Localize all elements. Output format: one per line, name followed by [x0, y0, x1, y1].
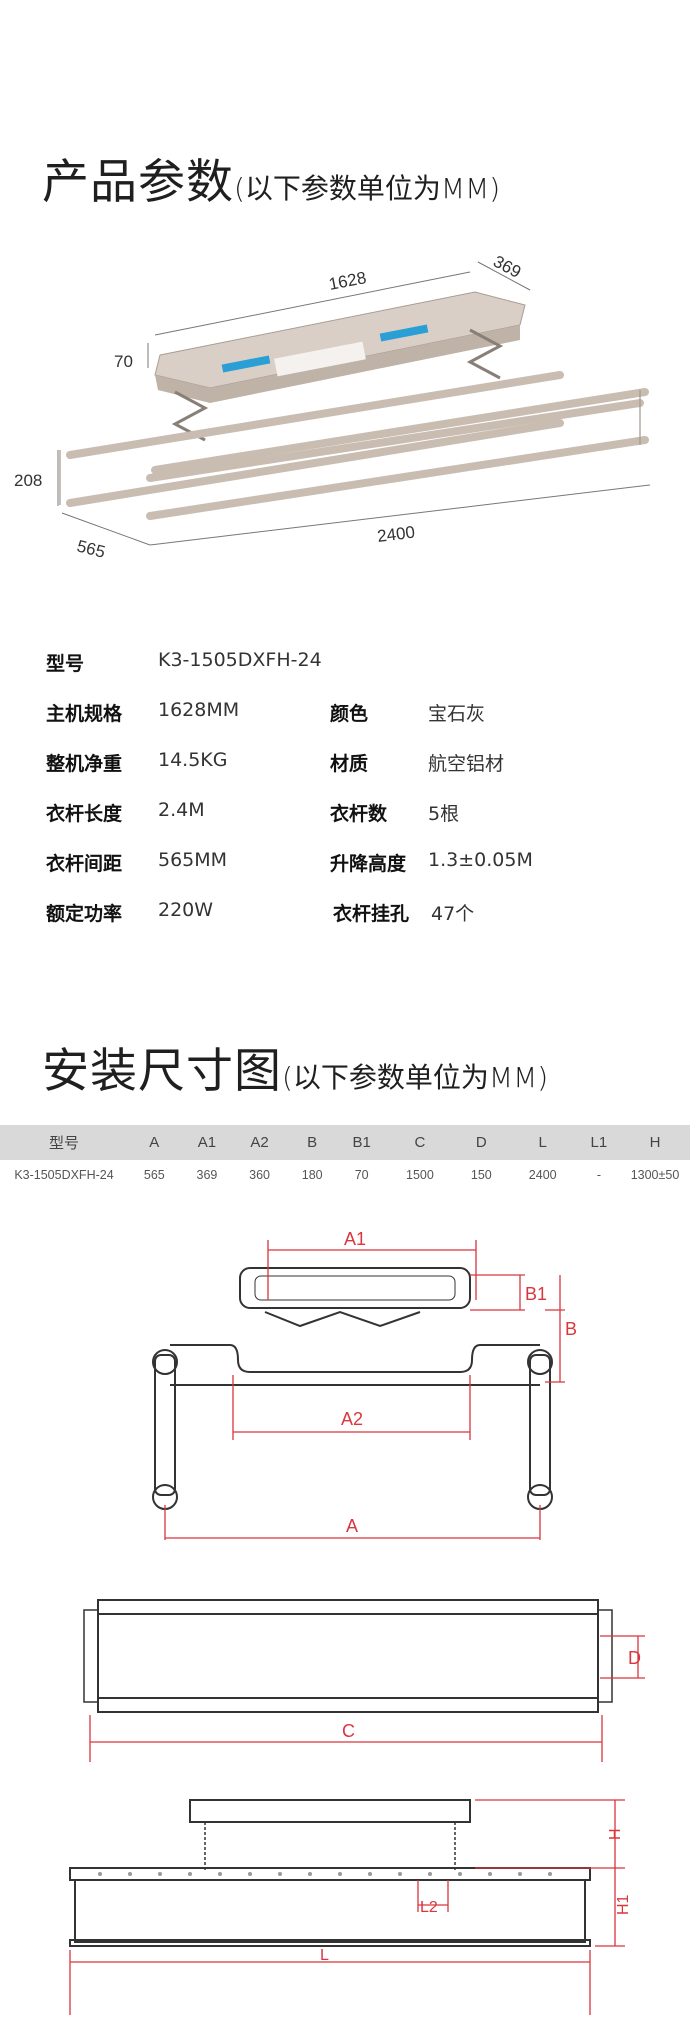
table-cell: - [596, 1168, 601, 1182]
table-header-cell: L [507, 1125, 578, 1160]
product-params-title: 产品参数(以下参数单位为MM) [42, 143, 500, 212]
top-view-drawing: D C [83, 1599, 645, 1762]
spec-value: 220W [158, 899, 214, 921]
table-cell: 150 [470, 1168, 492, 1182]
dim-208: 208 [14, 471, 42, 490]
table-cell: 369 [196, 1168, 218, 1182]
product-illustration: 1628 369 70 208 565 2400 [14, 252, 651, 562]
spec-label: 衣杆间距 [46, 853, 123, 875]
spec-value: 5根 [428, 803, 460, 825]
table-header-cell: 型号 [0, 1125, 128, 1160]
spec-label: 升降高度 [330, 853, 407, 875]
spec-value: 航空铝材 [428, 753, 505, 775]
table-header-cell: H [620, 1125, 690, 1160]
table-header-cell: B [285, 1125, 339, 1160]
label-l2: L2 [420, 1899, 438, 1916]
table-cell: 565 [143, 1168, 165, 1182]
table-header-cell: D [455, 1125, 508, 1160]
install-size-title: 安装尺寸图(以下参数单位为MM) [42, 1032, 548, 1101]
table-header-row: 型号 A A1 A2 B B1 C D L L1 H [0, 1125, 690, 1160]
label-c: C [342, 1721, 355, 1741]
label-l: L [320, 1947, 329, 1964]
section1-title: 产品参数 [42, 155, 234, 210]
table-cell: 70 [354, 1168, 369, 1182]
spec-value: 宝石灰 [428, 703, 486, 725]
spec-label: 型号 [46, 653, 85, 675]
label-b1: B1 [525, 1284, 547, 1304]
label-h1: H1 [615, 1894, 632, 1915]
table-cell: 360 [249, 1168, 270, 1182]
spec-label: 主机规格 [46, 703, 123, 725]
spec-label: 材质 [330, 753, 369, 775]
table-cell: K3-1505DXFH-24 [14, 1168, 114, 1182]
spec-label: 整机净重 [46, 753, 123, 775]
spec-value: 1628MM [158, 699, 240, 721]
table-cell: 2400 [528, 1168, 557, 1182]
side-view-drawing: H H1 L2 L [69, 1799, 632, 2015]
table-header-cell: A1 [180, 1125, 234, 1160]
section1-subtitle: (以下参数单位为MM) [234, 172, 501, 205]
table-header-cell: C [384, 1125, 455, 1160]
table-row: K3-1505DXFH-24 565 369 360 180 70 1500 1… [0, 1160, 690, 1190]
dim-2400: 2400 [376, 523, 416, 546]
spec-label: 衣杆数 [330, 803, 388, 825]
label-a2: A2 [341, 1409, 363, 1429]
label-a1: A1 [344, 1229, 366, 1249]
table-header-cell: A [128, 1125, 181, 1160]
size-table: 型号 A A1 A2 B B1 C D L L1 H K3-1505DXFH-2… [0, 1125, 690, 1190]
spec-label: 衣杆挂孔 [333, 903, 410, 925]
table-cell: 180 [301, 1168, 323, 1182]
spec-value: 565MM [158, 849, 228, 871]
table-cell: 1500 [406, 1168, 434, 1182]
spec-value: K3-1505DXFH-24 [158, 649, 322, 671]
table-header-cell: L1 [577, 1125, 620, 1160]
spec-label: 颜色 [330, 703, 369, 725]
label-h: H [607, 1828, 624, 1840]
spec-value: 2.4M [158, 799, 205, 821]
spec-label: 额定功率 [46, 903, 123, 925]
spec-value: 1.3±0.05M [428, 849, 533, 871]
section2-subtitle: (以下参数单位为MM) [282, 1061, 549, 1094]
front-view-drawing: A1 B1 B A2 A [152, 1229, 577, 1540]
label-d: D [628, 1648, 641, 1668]
label-b: B [565, 1319, 577, 1339]
spec-value: 47个 [431, 903, 475, 925]
table-header-cell: B1 [338, 1125, 385, 1160]
table-header-cell: A2 [233, 1125, 286, 1160]
dim-70: 70 [114, 352, 133, 371]
table-cell: 1300±50 [630, 1168, 680, 1182]
label-a: A [346, 1516, 358, 1536]
spec-label: 衣杆长度 [46, 803, 123, 825]
dim-369: 369 [490, 252, 524, 282]
spec-value: 14.5KG [158, 749, 228, 771]
dim-1628: 1628 [327, 268, 368, 294]
section2-title: 安装尺寸图 [42, 1044, 282, 1099]
dim-565: 565 [75, 536, 107, 561]
